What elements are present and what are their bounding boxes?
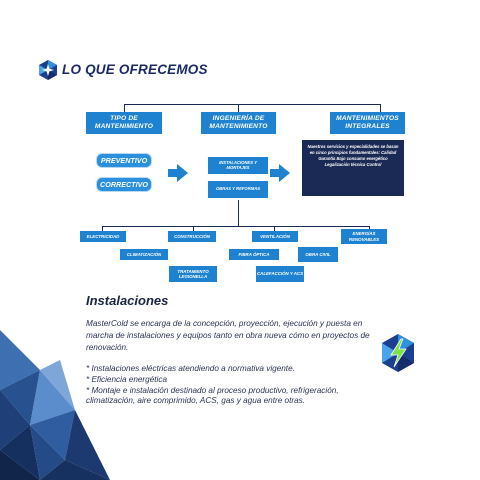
connector-line: [238, 104, 239, 114]
box-construccion: CONSTRUCCIÓN: [168, 231, 216, 242]
box-tipo-mantenimiento: TIPO DE MANTENIMIENTO: [86, 112, 162, 134]
list-item: * Instalaciones eléctricas atendiendo a …: [86, 364, 295, 373]
low-poly-decoration: [0, 330, 110, 480]
connector-line: [238, 200, 239, 226]
box-instalaciones-montajes: INSTALACIONES Y MONTAJES: [208, 157, 268, 174]
company-logo-icon: [39, 60, 57, 80]
box-energias-renovables: ENERGÍAS RENOVABLES: [341, 229, 387, 244]
lightning-icon: [382, 334, 414, 372]
box-mantenimientos-integrales: MANTENIMIENTOS INTEGRALES: [330, 112, 405, 134]
right-arrow-icon: [270, 164, 290, 182]
connector-line: [193, 226, 194, 233]
box-calefaccion-acs: CALEFACCIÓN Y ACS: [256, 266, 304, 282]
connector-line: [380, 104, 381, 114]
pill-correctivo: CORRECTIVO: [96, 177, 152, 192]
connector-line: [124, 104, 125, 114]
box-tratamiento-legionella: TRATAMIENTO LEGIONELLA: [169, 266, 217, 282]
list-item: * Montaje e instalación destinado al pro…: [86, 385, 339, 406]
bullet-list: * Instalaciones eléctricas atendiendo a …: [86, 364, 386, 407]
box-fibra-optica: FIBRA ÓPTICA: [229, 249, 279, 260]
principles-box: Nuestros servicios y especialidades se b…: [302, 140, 404, 196]
box-climatizacion: CLIMATIZACIÓN: [120, 249, 168, 260]
connector-line: [124, 104, 380, 105]
right-arrow-icon: [168, 164, 188, 182]
page-heading: LO QUE OFRECEMOS: [62, 62, 208, 77]
section-paragraph: MasterCold se encarga de la concepción, …: [86, 319, 370, 352]
box-ingenieria-mantenimiento: INGENIERÍA DE MANTENIMIENTO: [201, 112, 276, 134]
connector-line: [274, 226, 275, 233]
box-ventilacion: VENTILACIÓN: [252, 231, 298, 242]
section-title: Instalaciones: [86, 293, 169, 308]
box-obra-civil: OBRA CIVIL: [298, 247, 338, 262]
pill-preventivo: PREVENTIVO: [96, 153, 152, 168]
box-obras-reformas: OBRAS Y REFORMAS: [208, 181, 268, 198]
list-item: * Eficiencia energética: [86, 374, 168, 384]
box-electricidad: ELECTRICIDAD: [80, 231, 126, 242]
connector-line: [102, 226, 103, 233]
connector-line: [102, 226, 370, 227]
